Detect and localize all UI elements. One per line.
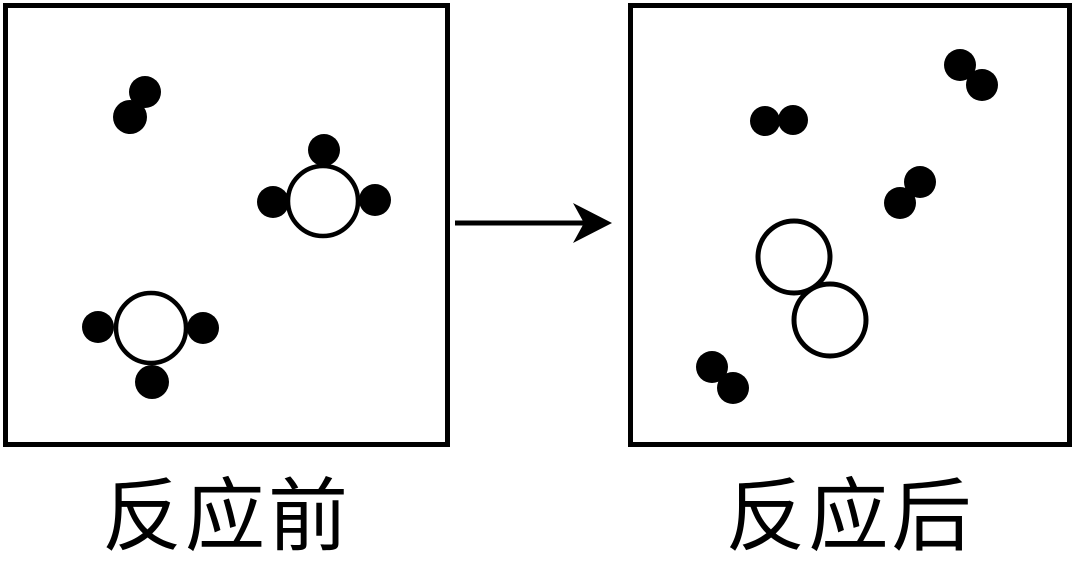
dark-atom (750, 106, 780, 136)
dark-atom (135, 365, 169, 399)
before-molecules-layer (82, 76, 391, 399)
dark-atom (696, 351, 728, 383)
dark-atom (113, 100, 147, 134)
before-triatomic-molecule-1 (257, 134, 391, 239)
dark-atom (944, 49, 976, 81)
dark-atom (257, 186, 289, 218)
light-atom (285, 163, 361, 239)
before-triatomic-molecule-2 (82, 290, 219, 399)
after-dark-diatomic-molecule-1 (944, 49, 998, 101)
dark-atom (82, 311, 114, 343)
dark-atom (129, 76, 161, 108)
reaction-arrow-icon (455, 203, 612, 243)
dark-atom (778, 105, 808, 135)
after-box-border (628, 3, 1072, 447)
light-atom (791, 281, 869, 359)
before-reaction-label: 反应前 (102, 474, 351, 562)
after-reaction-label: 反应后 (725, 474, 975, 562)
dark-atom (308, 134, 340, 166)
dark-atom (717, 372, 749, 404)
after-dark-diatomic-molecule-4 (696, 351, 749, 404)
before-box-border (3, 3, 450, 447)
before-dark-diatomic-molecule (113, 76, 161, 134)
after-light-diatomic-molecule (755, 218, 869, 359)
light-atom (755, 218, 833, 296)
dark-atom (884, 187, 916, 219)
light-atom (113, 290, 189, 366)
dark-atom (187, 312, 219, 344)
dark-atom (359, 184, 391, 216)
after-dark-diatomic-molecule-2 (750, 105, 808, 136)
dark-atom (966, 69, 998, 101)
after-molecules-layer (696, 49, 998, 404)
dark-atom (904, 166, 936, 198)
after-dark-diatomic-molecule-3 (884, 166, 936, 219)
